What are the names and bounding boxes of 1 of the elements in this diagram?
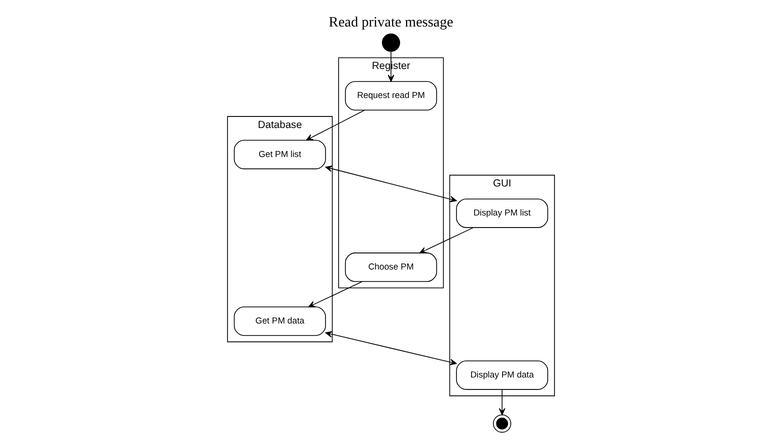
diagram-title: Read private message xyxy=(328,14,454,30)
